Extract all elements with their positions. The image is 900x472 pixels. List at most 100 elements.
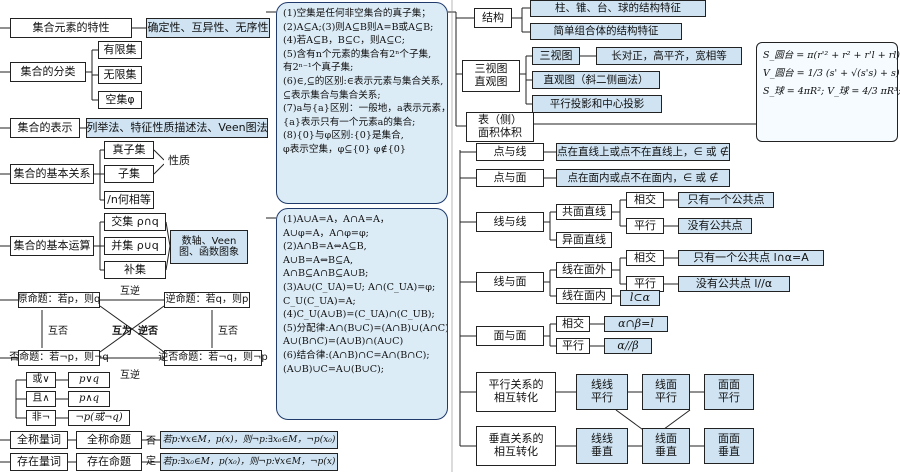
set-repr-node: 集合的表示 (10, 118, 80, 138)
set-law-line: (4)C_U(A∪B)=(C_UA)∩(C_UB); (283, 309, 435, 321)
pp-intersect-node: 相交 (556, 316, 590, 332)
lp-intersect-label: 相交 (634, 250, 656, 264)
existential-word-text: 存在量词 (17, 454, 61, 468)
perp-item-a: 线线 (591, 432, 613, 446)
parallel-item: 面面 平行 (704, 374, 754, 410)
set-rel-item: 子集 (104, 165, 154, 183)
perp-item-a: 面面 (718, 432, 740, 446)
original-prop: 原命题：若p，则q (18, 292, 100, 308)
perp-item-a: 线面 (655, 432, 677, 446)
logic-result: p∨q (68, 372, 110, 388)
logic-op: 且∧ (26, 391, 56, 407)
structure-item: 简单组合体的结构特征 (530, 23, 682, 40)
plane-plane-node: 面与面 (476, 326, 544, 346)
structure-node: 结构 (474, 8, 512, 28)
perp-rel-title-a: 垂直关系的 (488, 432, 544, 446)
existential-word: 存在量词 (10, 453, 68, 471)
set-ops-item: 并集 ρ∪q (104, 237, 166, 255)
lp-parallel-desc: 没有公共点 l//α (678, 276, 790, 292)
outside-node: 线在面外 (556, 262, 612, 278)
parallel-item-a: 面面 (718, 378, 740, 392)
perp-rel-node: 垂直关系的 相互转化 (476, 426, 556, 466)
set-props-value-text: 确定性、互异性、无序性 (147, 20, 269, 34)
set-ops-item: 交集 ρ∩q (104, 213, 166, 231)
set-law-line: A∪φ=A，A∩φ=φ; (283, 227, 369, 239)
views-title-b: 直观图 (474, 75, 508, 88)
inside-node: 线在面内 (556, 288, 612, 304)
negation-label-b: 定 (146, 456, 156, 467)
parallel-rel-title-b: 相互转化 (494, 391, 538, 404)
set-class-item: 空集φ (98, 91, 142, 109)
set-rel-item-label: /n何相等 (107, 192, 151, 206)
set-props-title: 集合元素的特性 (32, 20, 110, 34)
direct-view-item: 直观图（斜二侧画法） (532, 71, 660, 89)
logic-result: ¬p(或¬q) (68, 410, 130, 426)
direct-view-label: 直观图（斜二侧画法） (543, 73, 649, 86)
structure-item: 柱、锥、台、球的结构特征 (530, 0, 706, 17)
logic-op-label: 且∧ (32, 393, 50, 405)
set-rel-item: 真子集 (104, 141, 154, 159)
three-view-rule: 长对正，高平齐，宽相等 (596, 47, 742, 65)
ll-parallel-label: 平行 (634, 218, 656, 232)
set-rel-item-label: 真子集 (112, 142, 146, 156)
set-law-line: A∪(B∩C)=(A∪B)∩(A∪C) (283, 336, 404, 348)
subset-property-line: φ表示空集，φ⊆{0} φ∉{0} (283, 144, 406, 156)
universal-prop-text: 全称命题 (87, 432, 131, 446)
set-law-line: (3)A∪(C_UA)=U; A∩(C_UA)=φ; (283, 282, 436, 294)
pp-intersect-expr: α∩β=l (604, 316, 668, 332)
point-line-title: 点与线 (493, 144, 527, 158)
logic-op: 或∨ (26, 372, 56, 388)
subset-properties-pill: (1)空集是任何非空集合的真子集；(2)A⊆A;(3)则A⊆B则A=B或A⊆B;… (276, 2, 448, 204)
mutual-negation-right: 互否 (218, 326, 238, 337)
three-view-item: 三视图 (532, 47, 580, 65)
subset-property-line: {a}表示只有一个元素a的集合; (283, 116, 416, 128)
parallel-item-b: 平行 (591, 391, 613, 404)
pp-intersect-label: 相交 (562, 316, 584, 330)
inside-label: 线在面内 (562, 288, 606, 302)
point-plane-value: 点在面内或点不在面内，∈ 或 ∉ (556, 169, 730, 187)
coplanar-label: 共面直线 (562, 204, 606, 218)
set-operation-laws-pill: (1)A∪A=A，A∩A=A，A∪φ=A，A∩φ=φ;(2)A∩B=A⇔A⊆B,… (276, 208, 448, 420)
set-rel-prop-label: 性质 (168, 153, 190, 167)
formula-frustum-area: S_圆台 = π(r'² + r² + r'l + rl) (763, 50, 900, 61)
ll-parallel-desc: 没有公共点 (678, 218, 752, 234)
ll-intersect-node: 相交 (626, 192, 664, 208)
subset-property-line: 有2ⁿ⁻¹个真子集; (283, 62, 354, 74)
set-ops-note-text: 数轴、Veen图、函数图象 (179, 235, 239, 259)
logic-op: 非¬ (26, 410, 56, 426)
point-line-value: 点在直线上或点不在直线上，∈ 或 ∉ (556, 143, 730, 161)
perp-item-b: 垂直 (591, 445, 613, 458)
ll-intersect-desc-text: 只有一个公共点 (687, 192, 765, 206)
line-line-title: 线与线 (493, 214, 527, 228)
formula-sphere: S_球 = 4πR²; V_球 = 4/3 πR³; (763, 86, 900, 98)
converse-prop-text: 逆命题：若q，则p (165, 294, 249, 306)
plane-plane-title: 面与面 (493, 328, 527, 342)
subset-property-line: (7)a与{a}区别：一般地，a表示元素， (283, 103, 448, 115)
perp-rel-title-b: 相互转化 (494, 445, 538, 458)
subset-property-line: (5)含有n个元素的集合有2ⁿ个子集, (283, 48, 432, 60)
logic-result: p∧q (68, 391, 110, 407)
set-rel-title: 集合的基本关系 (13, 166, 91, 180)
set-ops-item: 补集 (104, 261, 166, 279)
point-line-node: 点与线 (476, 143, 544, 161)
line-plane-title: 线与面 (493, 274, 527, 288)
universal-word-text: 全称量词 (17, 432, 61, 446)
mutual-converse-top: 互逆 (120, 286, 140, 297)
negation-label-a: 否 (146, 436, 156, 447)
parallel-item-b: 平行 (655, 391, 677, 404)
structure-item-label: 简单组合体的结构特征 (553, 25, 659, 38)
perp-item: 线线 垂直 (576, 428, 628, 464)
pp-parallel-label: 平行 (562, 338, 584, 352)
universal-formula-text: 若p:∀x∈M，p(x)，则¬p:∃x₀∈M，¬p(x₀) (162, 434, 336, 445)
set-class-item-label: 有限集 (103, 42, 137, 56)
subset-property-line: (8){0}与φ区别:{0}是集合, (283, 130, 404, 142)
universal-prop: 全称命题 (76, 431, 142, 449)
lp-parallel-desc-text: 没有公共点 l//α (695, 276, 773, 290)
coplanar-node: 共面直线 (556, 204, 612, 220)
set-repr-value: 列举法、特征性质描述法、Veen图法 (86, 118, 268, 138)
lp-inside-expr-text: l⊂α (629, 290, 651, 304)
set-ops-item-label: 交集 ρ∩q (111, 214, 159, 228)
subset-property-line: (2)A⊆A;(3)则A⊆B则A=B或A⊆B; (283, 21, 434, 33)
set-law-line: (5)分配律:A∩(B∪C)=(A∩B)∪(A∩C); (283, 322, 448, 334)
